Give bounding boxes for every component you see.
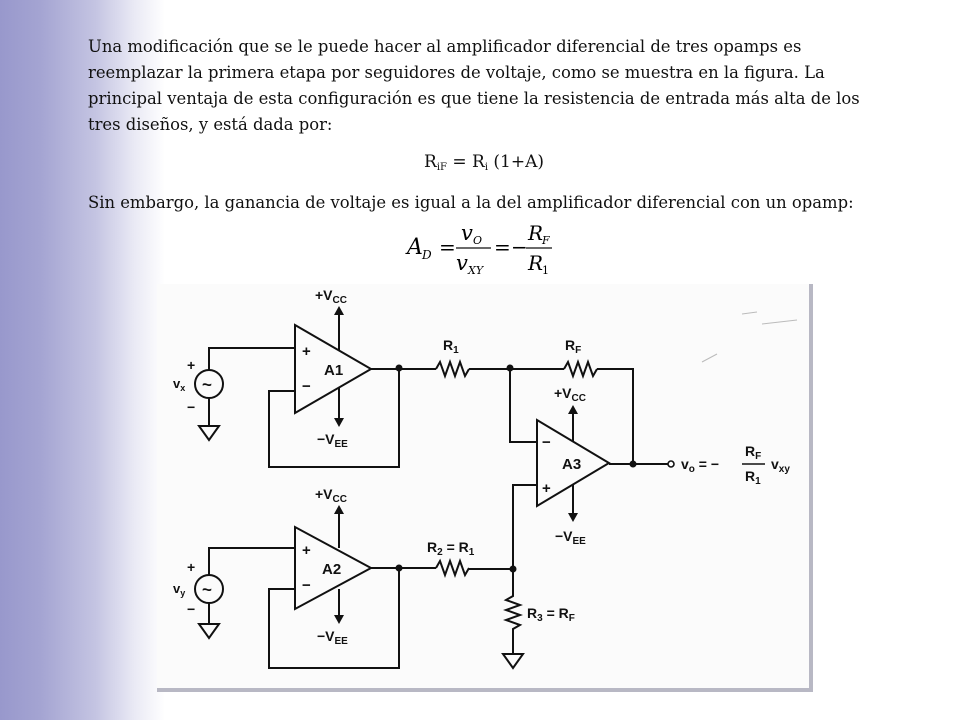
eq-equals-2: = [494,235,511,259]
r1-label: R1 [443,337,459,356]
a3-output-node [629,460,637,468]
gain-equation: A D = v O v XY = − R F R 1 [405,221,552,277]
a1-minus-sign: − [302,378,311,395]
ground-r3 [501,653,525,670]
r3-label: R3 = RF [527,605,575,624]
formula-mid: = R [446,152,485,172]
formula-lhs: R [424,152,437,172]
source-vx-symbol: ~ [202,375,212,394]
a1-supply-arrow-down [334,418,344,427]
formula-rhs: (1+A) [488,152,545,172]
resistor-r1 [435,359,470,379]
eq-num2: R [527,221,543,245]
r2-label: R2 = R1 [427,539,475,558]
a2-vcc-label: +VCC [315,486,347,505]
a3-minus-sign: − [542,434,551,451]
a3-vee-label: −VEE [555,528,586,547]
output-fraction-num: RF [745,443,761,462]
a1-output-node [395,364,403,372]
formula-lhs-sub: iF [436,162,447,173]
vy-minus-sign: − [187,601,195,617]
a2-output-node [395,564,403,572]
a2-vee-label: −VEE [317,628,348,647]
eq-den2: R [527,251,543,275]
a3-plus-sign: + [542,480,551,497]
a1-plus-sign: + [302,343,311,360]
circuit-frame [157,284,813,692]
rf-label: RF [565,337,581,356]
a3-supply-arrow-down [568,513,578,522]
opamp-a3-label: A3 [562,456,581,473]
a1-supply-arrow-up [334,306,344,315]
opamp-a2-label: A2 [322,561,341,578]
scan-marks [701,311,798,363]
eq-num1-sub: O [473,234,482,247]
vx-minus-sign: − [187,399,195,415]
resistor-rf [563,359,598,379]
eq-den1: v [456,251,468,275]
eq-num2-sub: F [541,234,550,247]
eq-num1: v [461,221,473,245]
vy-plus-sign: + [187,559,195,575]
a2-plus-sign: + [302,542,311,559]
resistor-r2 [435,558,470,578]
a1-vee-label: −VEE [317,431,348,450]
output-terminal [667,460,675,468]
output-vxy-label: vxy [771,456,790,475]
paragraph-gain: Sin embargo, la ganancia de voltaje es i… [88,193,854,212]
vy-label: vy [173,581,185,598]
opamp-a1-label: A1 [324,362,343,379]
source-vy-symbol: ~ [202,580,212,599]
vx-plus-sign: + [187,357,195,373]
output-fraction-den: R1 [745,468,761,487]
a3-vcc-label: +VCC [554,385,586,404]
eq-den2-sub: 1 [542,264,549,277]
vx-label: vx [173,376,185,393]
formula-input-resistance: RiF = Ri (1+A) [424,152,544,173]
eq-den1-sub: XY [467,264,485,277]
eq-minus: − [511,235,528,259]
circuit-diagram: A1 + − +VCC −VEE ~ + − vx R1 RF A3 − [173,287,798,670]
paragraph-intro: Una modificación que se le puede hacer a… [88,37,860,134]
ground-vx [197,425,221,442]
resistor-r3 [503,569,523,654]
a1-vcc-label: +VCC [315,287,347,306]
eq-equals-1: = [439,235,456,259]
a2-supply-arrow-down [334,615,344,624]
output-label: vo = − [681,456,719,475]
opamp-a1 [294,323,373,415]
a2-minus-sign: − [302,577,311,594]
opamp-a2 [294,525,374,611]
a3-supply-arrow-up [568,405,578,414]
a2-supply-arrow-up [334,505,344,514]
ground-vy [197,623,221,640]
formula-mid-sub: i [484,162,489,173]
eq-lhs: A [405,235,423,260]
eq-lhs-sub: D [421,248,432,262]
